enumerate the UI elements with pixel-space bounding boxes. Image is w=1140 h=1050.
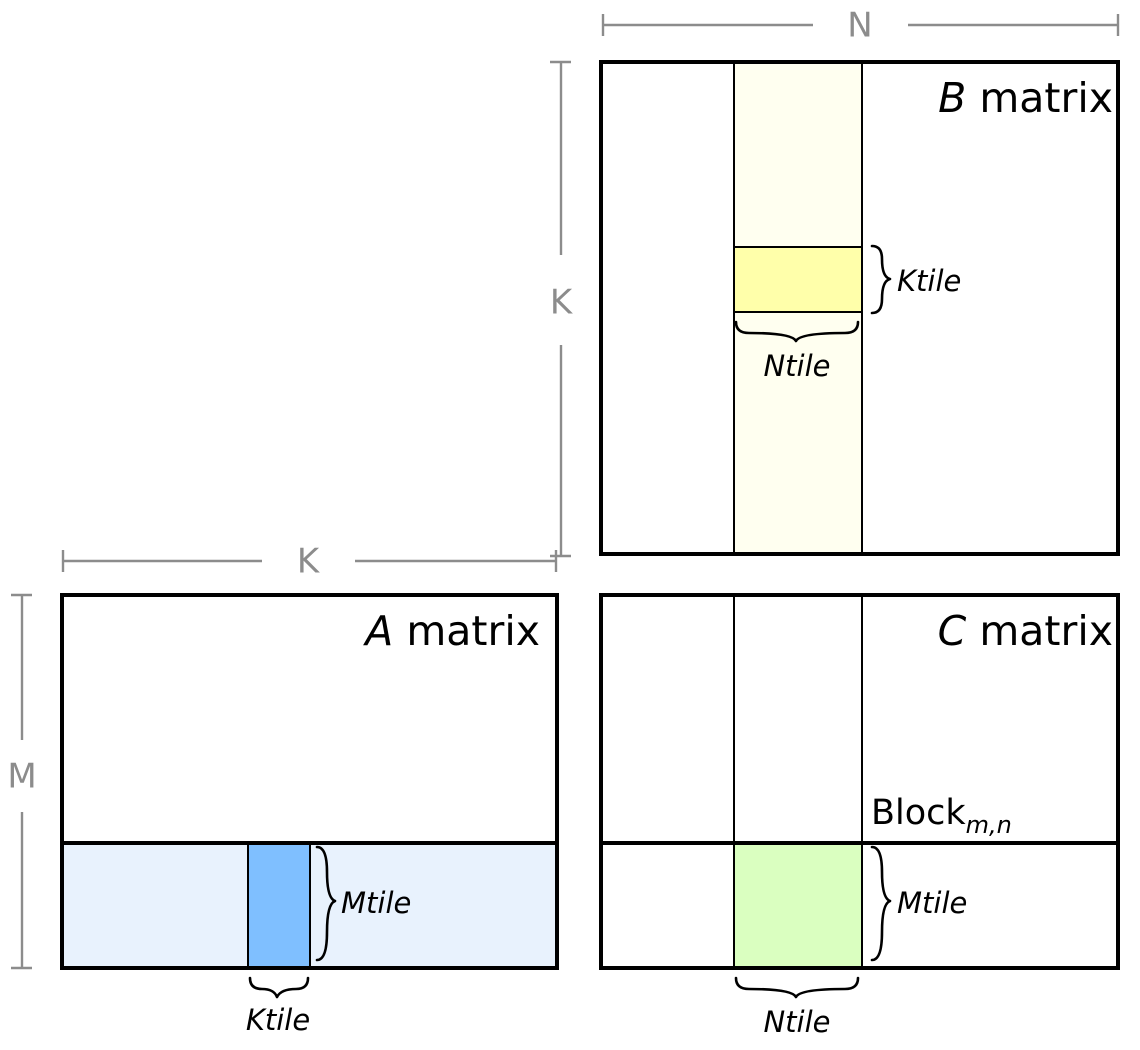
a-mtile-ktile-tile (248, 843, 310, 968)
dim-k-vertical-label: K (550, 283, 574, 323)
b-ktile-label: Ktile (897, 264, 961, 298)
c-matrix-outline (599, 593, 1120, 970)
dimension-k-horizontal: K (61, 542, 558, 582)
b-matrix-title-word: matrix (966, 74, 1113, 122)
b-matrix-title-symbol: B (938, 74, 966, 122)
c-mtile-brace (870, 845, 892, 962)
b-ktile-brace (870, 244, 892, 315)
a-mtile-brace (315, 845, 337, 962)
a-ktile-label: Ktile (246, 1003, 310, 1037)
a-matrix: A matrix Mtile Ktile (60, 593, 559, 1037)
c-ntile-label: Ntile (763, 1005, 830, 1039)
b-matrix: B matrix Ktile Ntile (599, 60, 1120, 556)
a-matrix-title: A matrix (362, 607, 540, 655)
a-ktile-brace (248, 976, 310, 999)
a-ktile-annotation: Ktile (246, 976, 310, 1037)
a-mtile-annotation: Mtile (315, 845, 411, 962)
c-mtile-label: Mtile (897, 886, 967, 920)
c-matrix-title-word: matrix (966, 607, 1113, 655)
b-ntile-label: Ntile (763, 349, 830, 383)
a-mtile-label: Mtile (341, 886, 411, 920)
dimension-k-vertical: K (550, 60, 574, 558)
a-matrix-title-word: matrix (393, 607, 540, 655)
a-matrix-title-symbol: A (362, 607, 393, 655)
c-block-label: Blockm,n (871, 793, 1012, 839)
c-block-label-text: Block (871, 793, 966, 833)
b-matrix-title: B matrix (938, 74, 1113, 122)
c-block-label-subscript: m,n (966, 811, 1012, 839)
c-matrix-title-symbol: C (938, 607, 967, 655)
a-matrix-outline (60, 593, 559, 970)
dim-k-horizontal-label: K (297, 542, 321, 582)
b-ktile-annotation: Ktile (870, 244, 961, 315)
c-ntile-brace (734, 976, 860, 999)
dimension-n: N (601, 6, 1120, 46)
b-ntile-annotation: Ntile (734, 320, 860, 383)
c-matrix: C matrix Blockm,n Mtile Ntile (599, 593, 1120, 1039)
dim-m-label: M (7, 757, 36, 797)
c-mtile-ntile-tile (734, 843, 862, 968)
dim-n-label: N (847, 6, 872, 46)
dimension-m: M (7, 593, 37, 970)
b-matrix-outline (599, 60, 1120, 556)
c-mtile-annotation: Mtile (870, 845, 967, 962)
c-matrix-title: C matrix (938, 607, 1113, 655)
b-ktile-ntile-tile (734, 247, 862, 312)
c-ntile-annotation: Ntile (734, 976, 860, 1039)
b-ntile-brace (734, 320, 860, 343)
